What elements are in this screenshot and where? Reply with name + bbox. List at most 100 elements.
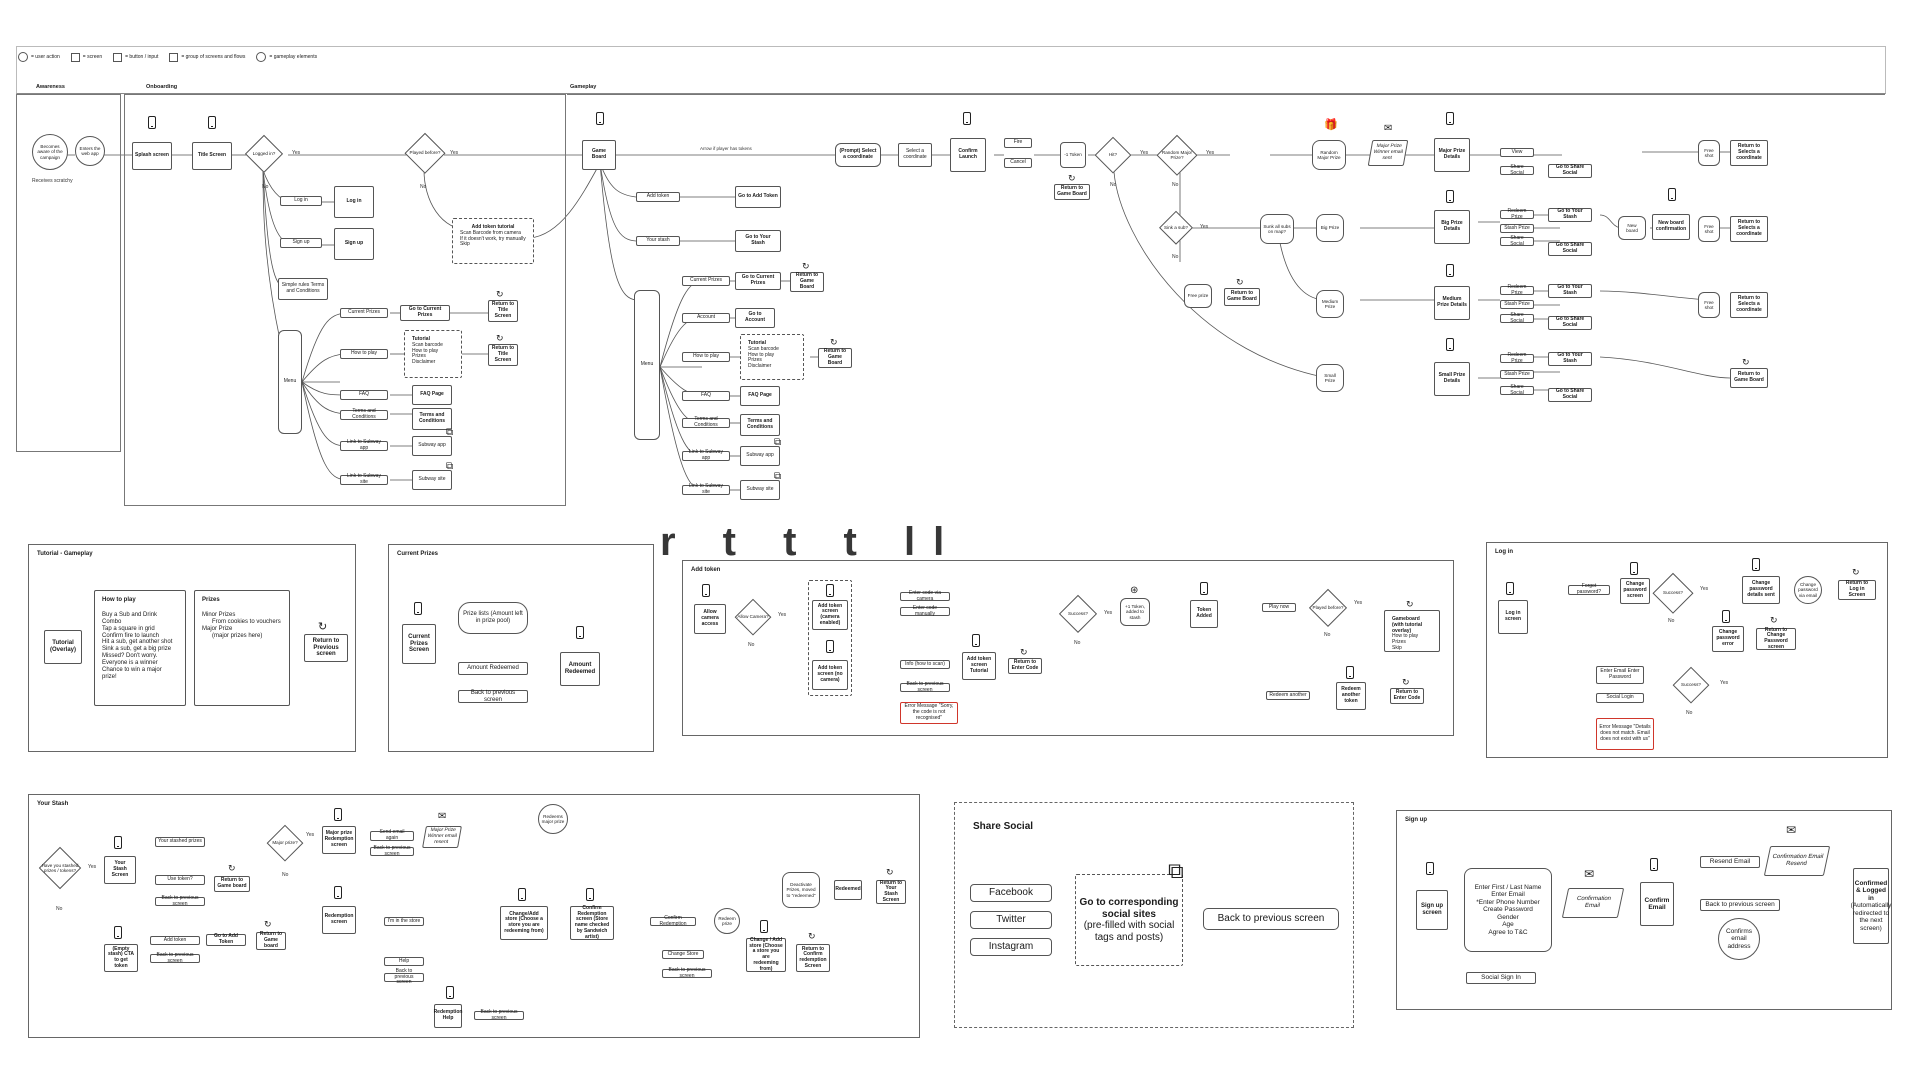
fire-button[interactable]: Fire xyxy=(1004,138,1032,148)
twitter-button[interactable]: Twitter xyxy=(970,911,1052,929)
return-icon: ↻ xyxy=(1742,357,1750,367)
how-to-play-button[interactable]: How to play xyxy=(682,352,730,362)
share-social-button[interactable]: Share Social xyxy=(1500,164,1534,175)
how-to-play-node: How to play Buy a Sub and Drink Combo Ta… xyxy=(94,590,186,706)
legend: = user action = screen = button / input … xyxy=(18,52,317,62)
return-enter-code-node: Return to Enter Code xyxy=(1008,658,1042,674)
info-how-button[interactable]: Info (how to scan) xyxy=(900,660,950,669)
faq-button[interactable]: FAQ xyxy=(340,390,388,400)
envelope-icon: ✉ xyxy=(1786,823,1797,837)
redeem-another-button[interactable]: Redeem another xyxy=(1266,691,1310,700)
back-previous-button[interactable]: Back to previous screen xyxy=(1700,899,1780,911)
back-previous-button[interactable]: Back to previous screen xyxy=(900,681,950,692)
link-subway-site-button[interactable]: Link to Subway site xyxy=(340,473,388,485)
link-subway-site-button[interactable]: Link to Subway site xyxy=(682,483,730,495)
yes-label: Yes xyxy=(306,832,315,838)
share-social-button[interactable]: Share Social xyxy=(1500,384,1534,395)
share-social-button[interactable]: Share Social xyxy=(1500,235,1534,246)
return-select-node: Return to Selects a coordinate xyxy=(1730,216,1768,242)
title-screen-node: Title Screen xyxy=(192,142,232,170)
enter-code-camera-button[interactable]: Enter code via camera xyxy=(900,590,950,601)
how-to-play-title: How to play xyxy=(102,597,136,603)
empty-stash-phone-icon xyxy=(114,926,122,939)
screen-enabled-node: Add token screen (camera enabled) xyxy=(812,600,848,630)
facebook-button[interactable]: Facebook xyxy=(970,884,1052,902)
terms-button[interactable]: Terms and Conditions xyxy=(682,416,730,428)
social-login-button[interactable]: Social Login xyxy=(1596,693,1644,703)
menu-node[interactable]: Menu xyxy=(634,290,660,440)
back-previous-button[interactable]: Back to previous screen xyxy=(384,968,424,985)
redeem-prize-node: Redeem prize xyxy=(714,908,740,934)
stashed-prizes-button[interactable]: Your stashed prizes xyxy=(155,837,205,847)
link-subway-app-button[interactable]: Link to Subway app xyxy=(682,449,730,461)
help-button[interactable]: Help xyxy=(384,957,424,966)
current-prizes-button[interactable]: Current Prizes xyxy=(340,308,388,318)
enter-code-manually-button[interactable]: Enter code manually xyxy=(900,605,950,616)
change-store-button[interactable]: Change Store xyxy=(662,950,704,959)
back-previous-button[interactable]: Back to previous screen xyxy=(662,967,712,978)
redeem-prize-button[interactable]: Redeem Prize xyxy=(1500,208,1534,219)
your-stash-button[interactable]: Your stash xyxy=(636,236,680,246)
prompt-node: (Prompt) Select a coordinate xyxy=(835,143,881,167)
sign-up-field: Gender xyxy=(1497,913,1519,921)
sign-up-button[interactable]: Sign up xyxy=(280,238,322,248)
confirms-email-node: Confirms email address xyxy=(1718,918,1760,960)
return-change-node: Return to Change Password screen xyxy=(1756,627,1796,650)
link-subway-app-button[interactable]: Link to Subway app xyxy=(340,439,388,451)
log-in-button[interactable]: Log in xyxy=(280,196,322,206)
game-board-phone-icon xyxy=(596,112,604,125)
becomes-aware-node: Becomes aware of the campaign xyxy=(32,134,68,170)
how-item: Confirm fire to launch xyxy=(102,632,160,639)
back-previous-button[interactable]: Back to previous screen xyxy=(150,952,200,963)
random-major-hex: Random Major Prize xyxy=(1312,140,1346,170)
back-previous-button[interactable]: Back to previous screen xyxy=(474,1009,524,1020)
goto-add-token-node: Go to Add Token xyxy=(206,933,246,946)
back-previous-button[interactable]: Back to previous screen xyxy=(370,845,414,856)
send-email-button[interactable]: Send email again xyxy=(370,829,414,841)
account-button[interactable]: Account xyxy=(682,313,730,323)
back-previous-button[interactable]: Back to previous screen xyxy=(458,690,528,703)
return-icon: ↻ xyxy=(264,919,272,929)
use-token-button[interactable]: Use token? xyxy=(155,875,205,885)
return-icon: ↻ xyxy=(1402,677,1410,687)
add-token-button[interactable]: Add token xyxy=(636,192,680,202)
big-prize-phone-icon xyxy=(1446,190,1454,203)
top-flow-frame xyxy=(16,46,1886,94)
forgot-password-button[interactable]: Forgot password? xyxy=(1568,583,1610,595)
redeem-prize-button[interactable]: Redeem Prize xyxy=(1500,284,1534,295)
played-before-decision: Played before? xyxy=(406,134,444,172)
menu-node[interactable]: Menu xyxy=(278,330,302,434)
current-prizes-button[interactable]: Current Prizes xyxy=(682,276,730,286)
back-previous-button[interactable]: Back to previous screen xyxy=(155,895,205,906)
how-to-play-button[interactable]: How to play xyxy=(340,349,388,359)
new-board-confirm-node: New board confirmation xyxy=(1652,214,1690,240)
free-shot-node: Free shot xyxy=(1698,292,1720,318)
social-sign-in-button[interactable]: Social Sign In xyxy=(1466,972,1536,984)
stash-prize-button[interactable]: Stash Prize xyxy=(1500,224,1534,233)
played-before-label: Played before? xyxy=(1312,605,1344,611)
how-item: Missed? Don't worry. xyxy=(102,653,158,660)
redeem-prize-button[interactable]: Redeem Prize xyxy=(1500,352,1534,363)
instagram-button[interactable]: Instagram xyxy=(970,938,1052,956)
amount-redeemed-button[interactable]: Amount Redeemed xyxy=(458,662,528,675)
no-label: No xyxy=(262,184,269,190)
how-item: Hit a sub, get another shot xyxy=(102,639,173,646)
stash-prize-button[interactable]: Stash Prize xyxy=(1500,300,1534,309)
log-in-screen-node: Log in screen xyxy=(1498,600,1528,634)
confirm-redemption-button[interactable]: Confirm Redemption xyxy=(650,915,696,926)
resend-email-button[interactable]: Resend Email xyxy=(1700,856,1760,868)
im-in-store-button[interactable]: I'm in the store xyxy=(384,917,424,926)
add-token-button[interactable]: Add token xyxy=(150,936,200,945)
share-social-button[interactable]: Share Social xyxy=(1500,312,1534,323)
enter-email-password-input[interactable]: Enter Email Enter Password xyxy=(1596,666,1644,684)
faq-button[interactable]: FAQ xyxy=(682,391,730,401)
view-button[interactable]: View xyxy=(1500,148,1534,157)
cancel-button[interactable]: Cancel xyxy=(1004,158,1032,168)
back-previous-button[interactable]: Back to previous screen xyxy=(1203,908,1339,930)
play-now-button[interactable]: Play now xyxy=(1262,603,1296,612)
stash-prize-button[interactable]: Stash Prize xyxy=(1500,370,1534,379)
deactivate-hex: Deactivate Prizes, moved to "redeemed" xyxy=(782,872,820,908)
goto-share-social-node: Go to Share Social xyxy=(1548,316,1592,330)
terms-button[interactable]: Terms and Conditions xyxy=(340,408,388,420)
sign-up-screen-node: Sign up screen xyxy=(1416,890,1448,930)
